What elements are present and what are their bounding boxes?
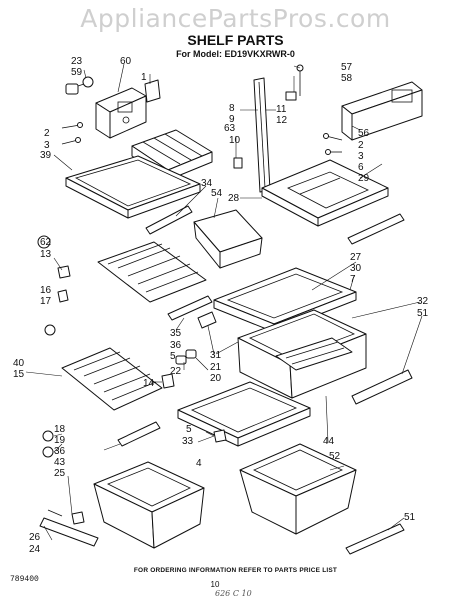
roller-part-22 xyxy=(175,349,197,365)
handwritten-note: 626 C 10 xyxy=(215,589,252,598)
bracket-part-4 xyxy=(213,429,227,443)
long-rail-part-51 xyxy=(351,369,413,405)
callout-label: 52 xyxy=(329,451,341,462)
callout-label: 62 xyxy=(40,237,52,248)
shelf-rail-part-35 xyxy=(167,295,213,321)
callout-label: 22 xyxy=(170,366,182,377)
callout-label: 10 xyxy=(229,135,241,146)
bottom-rail-part-51 xyxy=(345,523,405,555)
callout-label: 4 xyxy=(196,458,202,469)
callout-label: 34 xyxy=(201,178,213,189)
leader-lines xyxy=(25,63,423,541)
bottom-bracket-part xyxy=(39,509,99,547)
callout-label: 18 xyxy=(54,424,66,435)
callout-label: 15 xyxy=(13,369,25,380)
bracket-part-36 xyxy=(197,311,217,329)
callout-label: 9 xyxy=(229,114,235,125)
clip-part-14 xyxy=(161,373,175,389)
document-number: 789400 xyxy=(10,575,39,584)
callout-label: 43 xyxy=(54,457,66,468)
callout-label: 2 xyxy=(358,140,364,151)
callout-label: 30 xyxy=(350,263,362,274)
control-housing-part xyxy=(95,87,147,139)
callout-label: 12 xyxy=(276,115,288,126)
knob-part-18 xyxy=(42,430,54,458)
callout-label: 7 xyxy=(350,274,356,285)
callout-label: 16 xyxy=(40,285,52,296)
freezer-shelf-part xyxy=(65,155,201,219)
callout-label: 1 xyxy=(141,72,147,83)
callout-label: 28 xyxy=(228,193,240,204)
callout-label: 26 xyxy=(29,532,41,543)
callout-label: 33 xyxy=(182,436,194,447)
callout-label: 14 xyxy=(143,378,155,389)
ordering-instructions: FOR ORDERING INFORMATION REFER TO PARTS … xyxy=(133,567,338,574)
callout-label: 5 xyxy=(170,351,176,362)
callout-label: 25 xyxy=(54,468,66,479)
small-pan-part xyxy=(193,209,263,269)
callout-label: 36 xyxy=(54,446,66,457)
callout-label: 32 xyxy=(417,296,429,307)
model-number: For Model: ED19VKXRWR-0 xyxy=(176,49,295,59)
wire-shelf-part-upper xyxy=(97,241,207,303)
callout-label: 2 xyxy=(44,128,50,139)
vertical-rail-part xyxy=(253,77,271,193)
glass-shelf-part xyxy=(261,159,389,227)
lower-shelf-part xyxy=(177,381,311,447)
callout-label: 59 xyxy=(71,67,83,78)
knob-part xyxy=(37,235,71,279)
callout-label: 27 xyxy=(350,252,362,263)
callout-label: 40 xyxy=(13,358,25,369)
clip-part-16 xyxy=(44,289,69,336)
callout-label: 56 xyxy=(358,128,370,139)
callout-label: 19 xyxy=(54,435,66,446)
light-socket-part xyxy=(65,76,94,95)
callout-label: 57 xyxy=(341,62,353,73)
callout-label: 24 xyxy=(29,544,41,555)
callout-label: 31 xyxy=(210,350,222,361)
page-number: 10 xyxy=(210,580,220,589)
shelf-rail-part-29 xyxy=(347,213,405,245)
callout-label: 39 xyxy=(40,150,52,161)
callout-label: 29 xyxy=(358,173,370,184)
callout-label: 3 xyxy=(44,140,50,151)
bracket-part-1 xyxy=(144,79,161,103)
screw-part-right xyxy=(323,133,343,155)
callout-label: 5 xyxy=(186,424,192,435)
screw-part-left xyxy=(61,122,83,145)
callout-label: 36 xyxy=(170,340,182,351)
callout-label: 6 xyxy=(358,162,364,173)
wire-shelf-part-lower xyxy=(61,347,163,411)
shelf-rail-part-36 xyxy=(117,421,161,447)
callout-label: 58 xyxy=(341,73,353,84)
right-bin-part xyxy=(239,443,357,535)
left-bin-part xyxy=(93,461,205,549)
callout-label: 20 xyxy=(210,373,222,384)
callout-label: 63 xyxy=(224,123,236,134)
callout-label: 8 xyxy=(229,103,235,114)
callout-label: 3 xyxy=(358,151,364,162)
callout-label: 54 xyxy=(211,188,223,199)
clip-part-10 xyxy=(233,157,243,169)
callout-label: 23 xyxy=(71,56,83,67)
callout-label: 51 xyxy=(417,308,429,319)
drawer-cover-part xyxy=(275,337,353,371)
callout-label: 13 xyxy=(40,249,52,260)
shelf-rail-part-34 xyxy=(145,205,193,235)
diagram-title: SHELF PARTS xyxy=(187,32,284,48)
callout-label: 51 xyxy=(404,512,416,523)
callout-label: 35 xyxy=(170,328,182,339)
screw-part-57 xyxy=(285,64,304,101)
watermark: AppliancePartsPros.com xyxy=(80,4,391,33)
callout-label: 60 xyxy=(120,56,132,67)
callout-label: 44 xyxy=(323,436,335,447)
right-housing-part xyxy=(341,81,423,141)
callout-labels: 23 59 60 1 57 58 8 9 11 12 2 3 63 10 56 … xyxy=(13,56,429,555)
callout-label: 21 xyxy=(210,362,222,373)
callout-label: 17 xyxy=(40,296,52,307)
callout-label: 11 xyxy=(276,104,287,115)
